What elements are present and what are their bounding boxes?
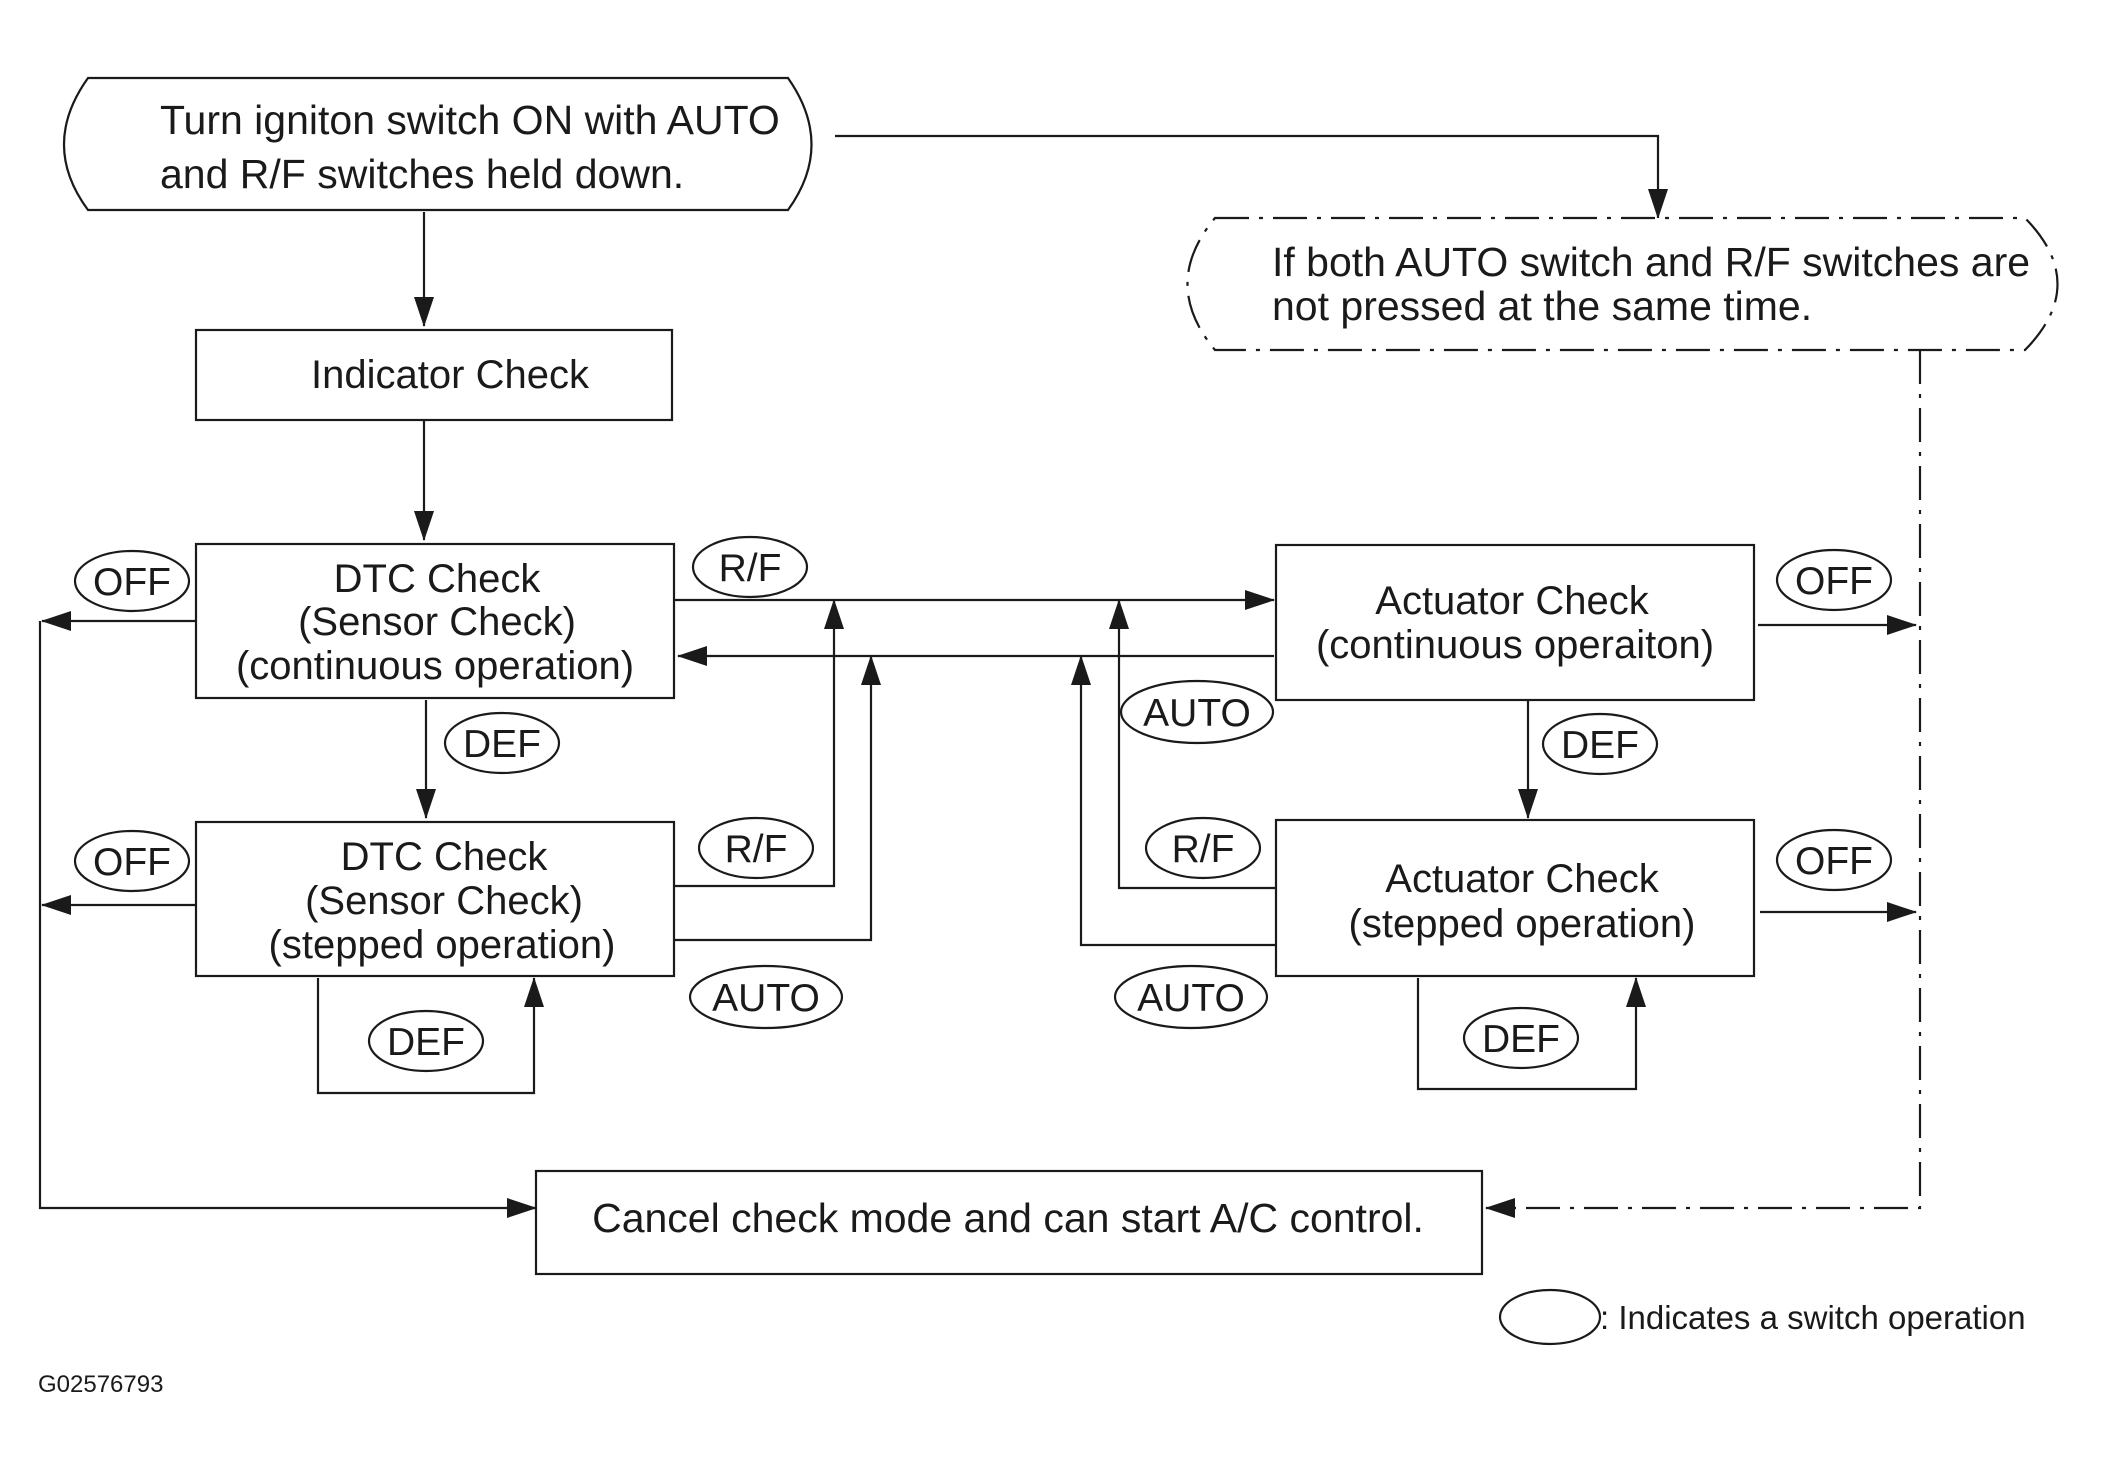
- switch-label: AUTO: [712, 977, 820, 1020]
- arrow-dtc-stepped-auto: [675, 655, 881, 942]
- switch-off-dtc-stepped: OFF: [73, 829, 191, 893]
- switch-auto-actuator-stepped: AUTO: [1113, 964, 1269, 1030]
- dashed-return-to-cancel: [1485, 350, 1922, 1218]
- start-line-1: Turn igniton switch ON with AUTO: [160, 97, 780, 143]
- not-pressed-line-1: If both AUTO switch and R/F switches are: [1272, 239, 2030, 285]
- indicator-check-box: Indicator Check: [194, 328, 674, 422]
- dtc-stepped-box: DTC Check (Sensor Check) (stepped operat…: [194, 820, 676, 978]
- switch-def-actuator-down: DEF: [1541, 712, 1659, 776]
- loop-dtc-stepped-def: [316, 977, 544, 1095]
- legend-text: : Indicates a switch operation: [1600, 1299, 2026, 1336]
- switch-auto-actuator-continuous: AUTO: [1119, 679, 1275, 745]
- switch-label: DEF: [387, 1021, 465, 1064]
- dtc-stepped-line-3: (stepped operation): [269, 923, 616, 967]
- switch-label: DEF: [1561, 724, 1639, 767]
- switch-off-dtc-continuous: OFF: [73, 549, 191, 613]
- cancel-label: Cancel check mode and can start A/C cont…: [592, 1195, 1424, 1241]
- loop-actuator-stepped-def: [1416, 977, 1646, 1091]
- arrow-dtc-stepped-rf: [675, 599, 844, 888]
- switch-label: R/F: [1172, 828, 1235, 871]
- switch-label: OFF: [93, 561, 171, 604]
- cancel-box: Cancel check mode and can start A/C cont…: [534, 1169, 1484, 1276]
- dtc-continuous-box: DTC Check (Sensor Check) (continuous ope…: [194, 542, 676, 700]
- actuator-stepped-line-2: (stepped operation): [1349, 902, 1696, 946]
- actuator-continuous-box: Actuator Check (continuous operaiton): [1274, 543, 1756, 702]
- start-terminal: Turn igniton switch ON with AUTO and R/F…: [63, 76, 813, 212]
- figure-code: G02576793: [38, 1371, 163, 1398]
- actuator-stepped-line-1: Actuator Check: [1385, 857, 1659, 901]
- switch-rf-dtc-stepped: R/F: [697, 816, 815, 880]
- switch-off-actuator-continuous: OFF: [1775, 548, 1893, 612]
- switch-off-actuator-stepped: OFF: [1775, 828, 1893, 892]
- switch-label: OFF: [1795, 840, 1873, 883]
- indicator-check-label: Indicator Check: [311, 353, 590, 397]
- dtc-stepped-line-2: (Sensor Check): [305, 879, 583, 923]
- arrow-start-to-not-pressed: [835, 134, 1668, 219]
- switch-label: AUTO: [1137, 977, 1245, 1020]
- legend-oval-symbol: [1498, 1288, 1602, 1346]
- arrow-off-to-cancel: [38, 621, 537, 1218]
- switch-def-actuator-loop: DEF: [1462, 1006, 1580, 1070]
- switch-label: OFF: [93, 841, 171, 884]
- dtc-continuous-line-1: DTC Check: [334, 557, 542, 601]
- legend: : Indicates a switch operation: [1498, 1288, 2026, 1346]
- arrow-actuator-stepped-rf: [1109, 599, 1276, 890]
- switch-label: DEF: [1482, 1018, 1560, 1061]
- not-pressed-line-2: not pressed at the same time.: [1272, 283, 1812, 329]
- arrow-actuator-stepped-auto: [1071, 655, 1276, 947]
- dtc-stepped-line-1: DTC Check: [341, 835, 549, 879]
- connectors: [38, 134, 1922, 1218]
- not-pressed-terminal: If both AUTO switch and R/F switches are…: [1186, 216, 2059, 352]
- actuator-continuous-line-1: Actuator Check: [1375, 579, 1649, 623]
- switch-label: R/F: [725, 828, 788, 871]
- switch-auto-dtc-stepped: AUTO: [688, 964, 844, 1030]
- actuator-stepped-box: Actuator Check (stepped operation): [1274, 818, 1756, 978]
- dtc-continuous-line-2: (Sensor Check): [298, 600, 576, 644]
- dtc-continuous-line-3: (continuous operation): [236, 644, 634, 688]
- start-line-2: and R/F switches held down.: [160, 151, 684, 197]
- switch-rf-dtc-continuous: R/F: [691, 535, 809, 599]
- switch-rf-actuator-stepped: R/F: [1144, 816, 1262, 880]
- switch-label: R/F: [719, 547, 782, 590]
- actuator-continuous-line-2: (continuous operaiton): [1316, 623, 1714, 667]
- switch-label: OFF: [1795, 560, 1873, 603]
- switch-def-dtc-down: DEF: [443, 711, 561, 775]
- switch-def-dtc-loop: DEF: [367, 1009, 485, 1073]
- switch-label: DEF: [463, 723, 541, 766]
- switch-label: AUTO: [1143, 692, 1251, 735]
